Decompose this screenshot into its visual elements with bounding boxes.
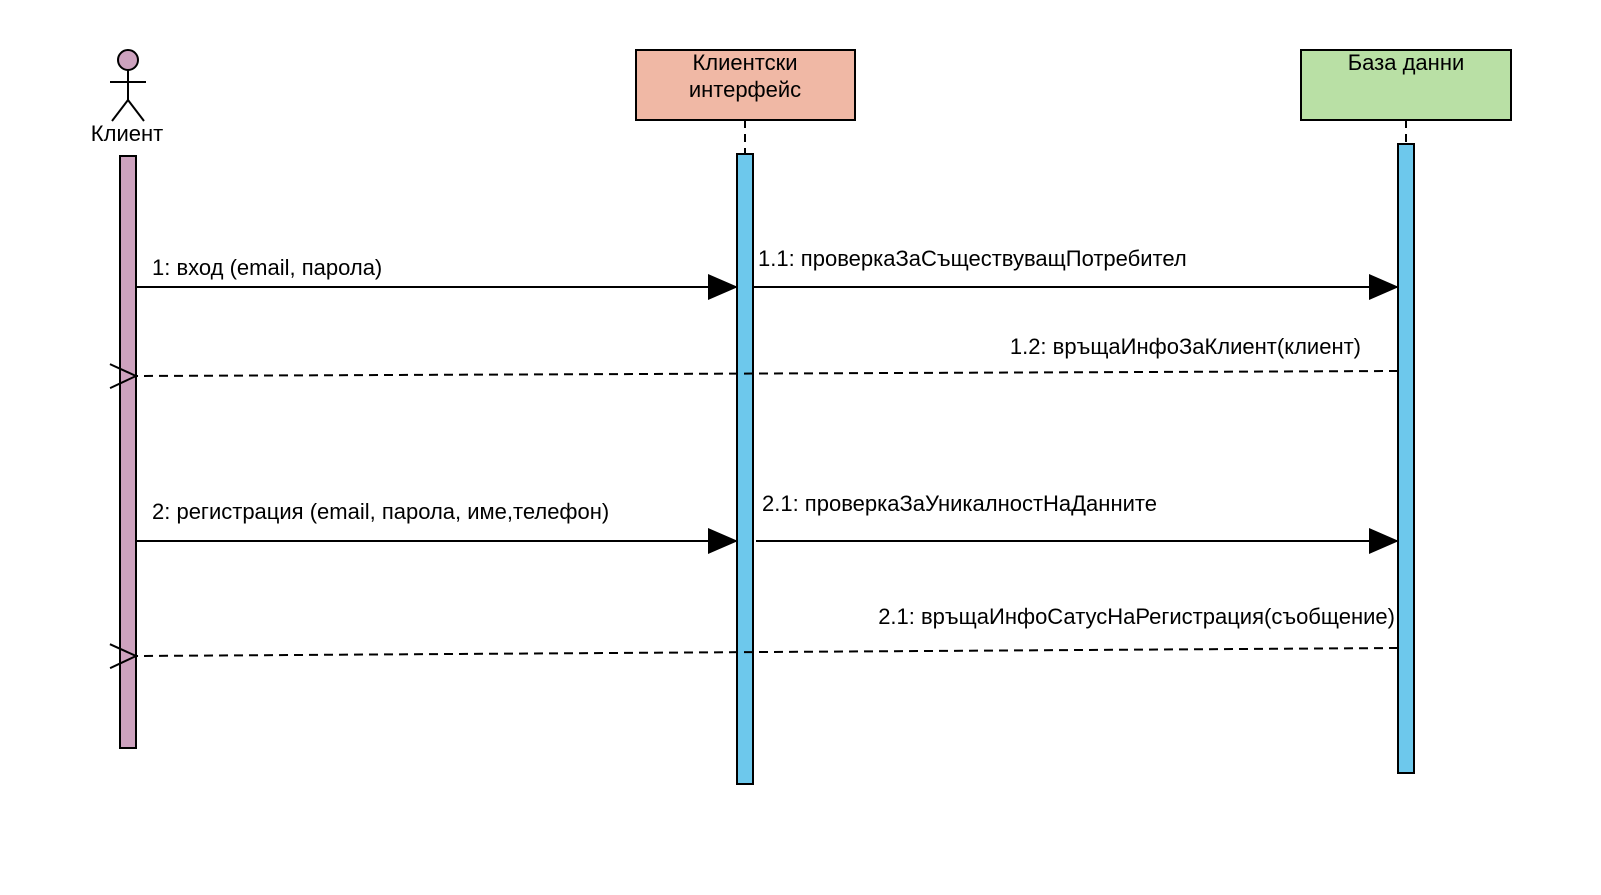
message-2-1-return-arrow [136,648,1399,656]
lifeline-ui: Клиентски интерфейс [635,49,856,155]
message-2-register: 2: регистрация (email, парола, име,телеф… [136,499,738,554]
ui-activation-bar [736,153,754,785]
message-2-1-return-status: 2.1: връщаИнфоСатусНаРегистрация(съобщен… [136,604,1399,656]
actor-client-label: Клиент [91,121,163,146]
client-activation-bar [119,155,137,749]
db-activation-bar [1397,143,1415,774]
message-1-2-arrow [136,371,1399,376]
message-2-1-check-unique: 2.1: проверкаЗаУникалностНаДанните [756,491,1399,554]
ui-header-box [635,49,856,121]
message-1-2-return-client-info: 1.2: връщаИнфоЗаКлиент(клиент) [136,334,1399,376]
db-header-label: База данни [1348,50,1465,75]
message-1-1-check-user: 1.1: проверкаЗаСъществуващПотребител [753,246,1399,300]
message-1-login: 1: вход (email, парола) [136,255,738,300]
ui-header-line1: Клиентски [692,50,797,75]
message-1-1-label: 1.1: проверкаЗаСъществуващПотребител [758,246,1187,271]
message-2-1-label: 2.1: проверкаЗаУникалностНаДанните [762,491,1157,516]
actor-client: Клиент [91,49,163,146]
db-header-box [1300,49,1512,121]
lifeline-db: База данни [1300,49,1512,143]
message-2-1-return-label: 2.1: връщаИнфоСатусНаРегистрация(съобщен… [878,604,1395,629]
message-1-2-label: 1.2: връщаИнфоЗаКлиент(клиент) [1010,334,1361,359]
message-2-label: 2: регистрация (email, парола, име,телеф… [152,499,609,524]
stick-figure-icon [110,49,146,122]
message-1-label: 1: вход (email, парола) [152,255,382,280]
ui-header-line2: интерфейс [689,77,801,102]
